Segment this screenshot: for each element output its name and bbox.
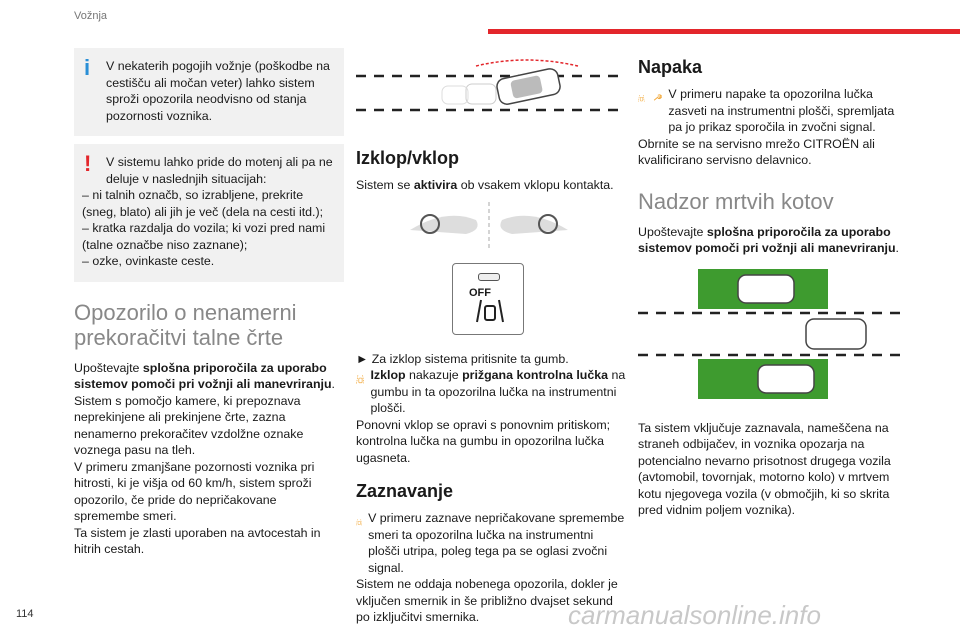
blind-spot-illustration: [638, 268, 900, 399]
section-title-on-off: Izklop/vklop: [356, 148, 460, 168]
section-title-fault: Napaka: [638, 57, 703, 77]
column-middle: Izklop/vklop Sistem se aktivira ob vsake…: [356, 48, 626, 626]
page-number: 114: [16, 608, 34, 620]
lane-warning-lamp-icon: [356, 375, 365, 384]
lane-departure-body: Sistem s pomočjo kamere, ki prepoznava n…: [74, 393, 321, 557]
warning-item: – ni talnih označb, so izrabljene, prekr…: [82, 188, 324, 219]
steering-illustration: [410, 201, 568, 248]
info-icon: i: [84, 55, 91, 80]
section-title-detection: Zaznavanje: [356, 481, 454, 501]
car-middle: [805, 317, 867, 350]
info-box: i V nekaterih pogojih vožnje (poškodbe n…: [74, 48, 344, 136]
car-bottom: [757, 363, 815, 394]
lane-warning-lamp-icon: [356, 519, 362, 526]
car-top: [737, 273, 795, 304]
lane-off-button[interactable]: OFF: [452, 262, 524, 335]
lane-departure-illustration: [356, 59, 618, 112]
lane-warning-lamp-icon: [638, 94, 645, 102]
column-left: i V nekaterih pogojih vožnje (poškodbe n…: [74, 48, 344, 558]
wrench-icon: [653, 94, 663, 101]
fault-service-text: Obrnite se na servisno mrežo CITROËN ali…: [638, 136, 875, 168]
disable-step: ► Za izklop sistema pritisnite ta gumb.: [356, 351, 569, 366]
lane-car-icon: [476, 299, 504, 322]
button-indicator-lamp: [478, 272, 500, 281]
warning-item: – ozke, ovinkaste ceste.: [82, 254, 215, 268]
warning-box: ! V sistemu lahko pride do motenj ali pa…: [74, 144, 344, 282]
warning-item: – kratka razdalja do vozila; ki vozi pre…: [82, 221, 326, 252]
blind-spot-recommendation: Upoštevajte splošna priporočila za upora…: [638, 224, 899, 256]
fault-text: V primeru napake ta opozorilna lučka zas…: [668, 87, 895, 134]
recommendation-text: Upoštevajte splošna priporočila za upora…: [74, 360, 335, 392]
reenable-text: Ponovni vklop se opravi s ponovnim priti…: [356, 417, 611, 465]
button-off-label: OFF: [469, 286, 491, 299]
section-title-lane-departure: Opozorilo o nenamerni prekoračitvi talne…: [74, 299, 297, 350]
activation-text: Sistem se aktivira ob vsakem vklopu kont…: [356, 178, 614, 192]
column-right: Napaka V primeru napake ta opozorilna lu…: [638, 48, 908, 519]
section-title-blind-spot: Nadzor mrtvih kotov: [638, 188, 834, 214]
section-header: Vožnja: [74, 10, 108, 22]
lamp-explanation: Izklop nakazuje prižgana kontrolna lučka…: [356, 367, 626, 417]
car-shape: [496, 68, 561, 105]
info-text: V nekaterih pogojih vožnje (poškodbe na …: [106, 59, 330, 123]
detection-text: V primeru zaznave nepričakovane sprememb…: [368, 511, 625, 575]
warning-exclamation-icon: !: [84, 151, 92, 176]
blind-spot-body: Ta sistem vključuje zaznavala, nameščena…: [638, 420, 891, 518]
detection-note: Sistem ne oddaja nobenega opozorila, dok…: [356, 577, 618, 624]
watermark: carmanualsonline.info: [568, 600, 821, 630]
warning-intro: V sistemu lahko pride do motenj ali pa n…: [106, 155, 333, 186]
header-accent-bar: [488, 29, 960, 34]
